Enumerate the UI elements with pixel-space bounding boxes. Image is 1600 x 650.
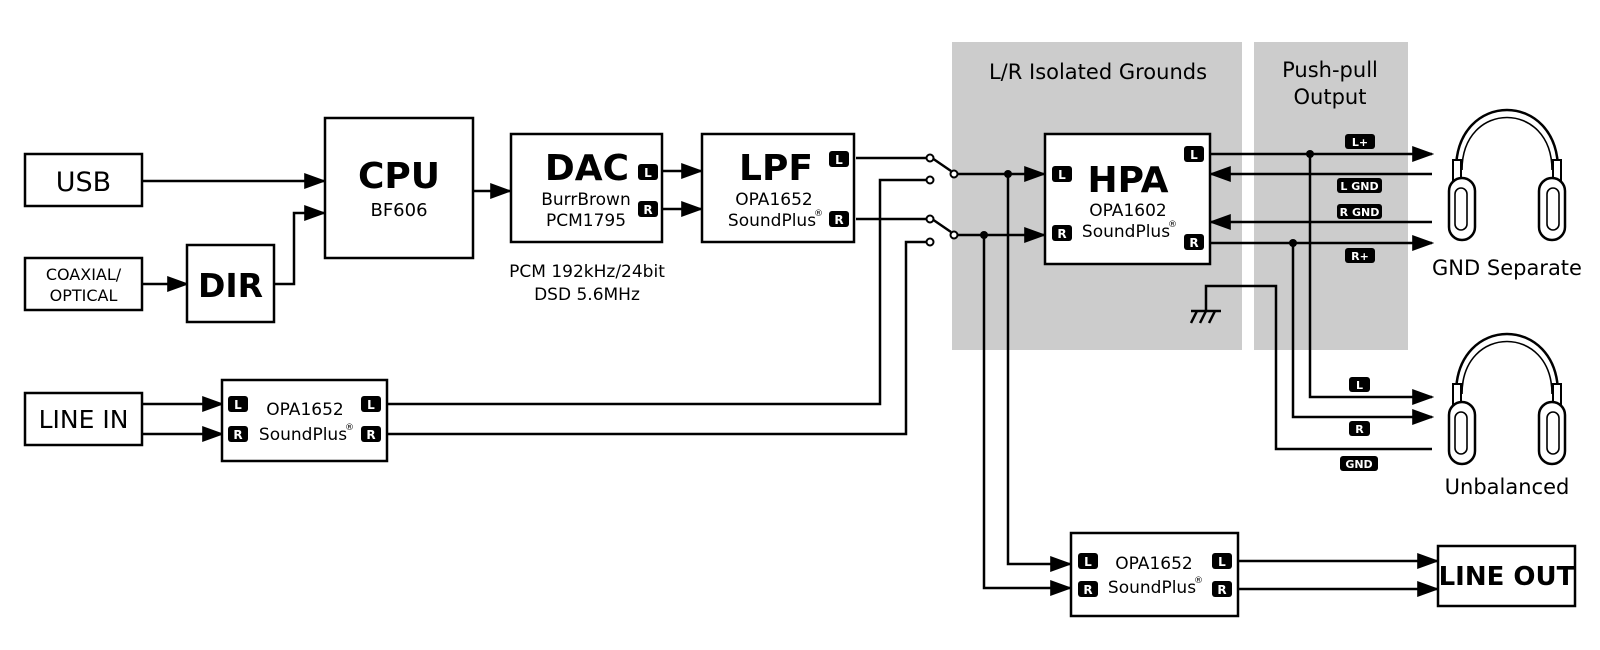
line-out-amp-badge-r-in: R [1083, 583, 1092, 597]
hpa-soundplus: SoundPlus [1082, 222, 1170, 242]
badge-l-gnd: L GND [1340, 180, 1378, 193]
badge-r-gnd: R GND [1340, 206, 1380, 219]
cpu-block: CPU BF606 [323, 116, 475, 260]
coaxial-label: COAXIAL/ [46, 265, 122, 284]
usb-block: USB [23, 152, 144, 208]
badge-r-plus: R+ [1351, 250, 1369, 263]
line-in-amp-opamp: OPA1652 [266, 400, 343, 420]
dac-badge-r: R [643, 203, 652, 217]
unbalanced-badge-l: L [1356, 379, 1363, 392]
line-out-label: LINE OUT [1439, 562, 1575, 592]
usb-label: USB [56, 167, 111, 198]
unbalanced-label: Unbalanced [1445, 475, 1570, 499]
input-selector-switch [925, 153, 959, 247]
dac-block: DAC BurrBrown PCM1795 L R [509, 132, 664, 244]
line-in-amp-badge-r-out: R [366, 428, 375, 442]
dac-format-pcm: PCM 192kHz/24bit [509, 262, 665, 282]
line-out-amp-block: OPA1652 SoundPlus ® L R L R [1069, 531, 1240, 618]
lpf-block: LPF OPA1652 SoundPlus ® L R [700, 132, 856, 244]
lpf-opamp: OPA1652 [735, 190, 812, 210]
push-pull-zone [1254, 42, 1408, 350]
unbalanced-badge-gnd: GND [1345, 458, 1372, 471]
line-in-amp-block: OPA1652 SoundPlus ® L R L R [220, 378, 389, 463]
dac-label: DAC [545, 148, 629, 189]
dir-block: DIR [185, 243, 276, 324]
hpa-opamp: OPA1602 [1089, 201, 1166, 221]
line-in-amp-badge-l-in: L [234, 398, 242, 412]
line-in-amp-registered: ® [345, 423, 354, 433]
line-in-amp-badge-r-in: R [233, 428, 242, 442]
hpa-block: HPA OPA1602 SoundPlus ® L R L R [1043, 132, 1212, 266]
badge-l-plus: L+ [1352, 136, 1368, 149]
line-out-block: LINE OUT [1436, 544, 1577, 608]
line-in-block: LINE IN [23, 391, 144, 447]
hpa-badge-r-out: R [1189, 236, 1198, 250]
line-out-amp-badge-l-out: L [1218, 555, 1226, 569]
headphones-icon [1447, 332, 1567, 466]
hpa-label: HPA [1087, 160, 1168, 201]
lpf-registered: ® [814, 209, 823, 219]
push-pull-label-2: Output [1294, 85, 1367, 109]
line-out-amp-badge-l-in: L [1084, 555, 1092, 569]
dac-badge-l: L [644, 166, 652, 180]
gnd-separate-label: GND Separate [1432, 256, 1582, 280]
lpf-soundplus: SoundPlus [728, 211, 816, 231]
line-in-amp-soundplus: SoundPlus [259, 425, 347, 445]
push-pull-label-1: Push-pull [1282, 58, 1378, 82]
coaxial-optical-block: COAXIAL/ OPTICAL [23, 256, 144, 312]
unbalanced-badge-r: R [1355, 423, 1364, 436]
hpa-badge-l-out: L [1190, 148, 1198, 162]
dac-model: PCM1795 [546, 211, 626, 231]
cpu-label: CPU [358, 156, 440, 197]
hpa-badge-l-in: L [1058, 168, 1066, 182]
line-in-amp-badge-l-out: L [367, 398, 375, 412]
dir-label: DIR [198, 266, 263, 305]
dac-brand: BurrBrown [541, 190, 630, 210]
hpa-badge-r-in: R [1057, 227, 1066, 241]
cpu-model: BF606 [370, 200, 427, 221]
isolated-grounds-label: L/R Isolated Grounds [989, 60, 1207, 84]
line-out-amp-badge-r-out: R [1217, 583, 1226, 597]
lpf-label: LPF [739, 148, 813, 189]
hpa-registered: ® [1168, 220, 1177, 230]
dac-format-dsd: DSD 5.6MHz [534, 285, 640, 305]
optical-label: OPTICAL [50, 286, 118, 305]
line-in-label: LINE IN [39, 405, 129, 434]
line-out-amp-registered: ® [1194, 576, 1203, 586]
headphones-icon [1447, 108, 1567, 242]
line-out-amp-opamp: OPA1652 [1115, 554, 1192, 574]
line-out-amp-soundplus: SoundPlus [1108, 578, 1196, 598]
lpf-badge-r: R [834, 213, 843, 227]
lpf-badge-l: L [835, 153, 843, 167]
